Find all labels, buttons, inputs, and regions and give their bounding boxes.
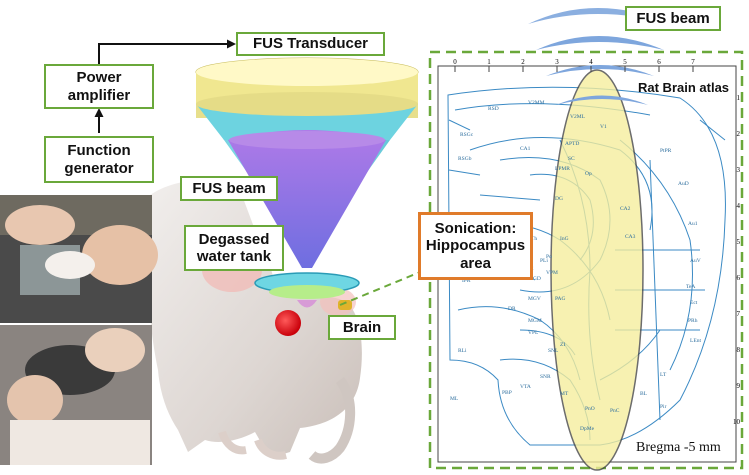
atlas-top-tick-label: 1 xyxy=(487,58,491,66)
atlas-region-label: Ect xyxy=(690,300,698,306)
atlas-side-tick-label: 8 xyxy=(737,346,741,354)
atlas-region-label: AuD xyxy=(678,181,689,187)
fus-beam-left-label: FUS beam xyxy=(180,176,278,201)
atlas-region-label: CA3 xyxy=(625,234,636,240)
atlas-side-tick-label: 3 xyxy=(737,166,741,174)
atlas-side-tick-label: 5 xyxy=(737,238,741,246)
atlas-region-label: RSGb xyxy=(458,156,472,162)
atlas-region-label: LPMR xyxy=(555,166,570,172)
atlas-region-label: Pir xyxy=(660,404,667,410)
fus-transducer-text: FUS Transducer xyxy=(252,35,369,53)
atlas-top-tick-label: 3 xyxy=(555,58,559,66)
atlas-region-label: V2ML xyxy=(570,114,586,120)
power-amplifier-box: Power amplifier xyxy=(44,64,154,109)
water-tank-text: Degassed water tank xyxy=(196,230,272,265)
atlas-region-label: APTD xyxy=(565,141,579,147)
fus-transducer-label: FUS Transducer xyxy=(236,32,385,56)
water-tank-graphic xyxy=(254,272,360,336)
atlas-top-tick-label: 7 xyxy=(691,58,695,66)
atlas-region-label: CA1 xyxy=(520,146,531,152)
atlas-side-tick-label: 6 xyxy=(737,274,741,282)
atlas-region-label: PRh xyxy=(688,318,698,324)
water-tank-label: Degassed water tank xyxy=(184,225,284,271)
atlas-region-label: PtPR xyxy=(660,148,672,154)
atlas-side-tick-label: 9 xyxy=(737,382,741,390)
atlas-region-label: Op xyxy=(585,171,592,177)
experiment-photos xyxy=(0,195,158,465)
atlas-region-label: RSGc xyxy=(460,132,474,138)
atlas-region-label: VPM xyxy=(546,270,558,276)
atlas-region-label: V2MM xyxy=(528,100,545,106)
atlas-region-label: VPL xyxy=(528,330,539,336)
atlas-region-label: Au1 xyxy=(688,221,698,227)
atlas-region-label: IPR xyxy=(462,278,471,284)
fus-transducer-graphic xyxy=(195,57,419,268)
atlas-region-label: InG xyxy=(560,236,569,242)
atlas-region-label: MGV xyxy=(528,296,541,302)
atlas-region-label: BL xyxy=(640,391,648,397)
atlas-region-label: MGM xyxy=(528,318,542,324)
atlas-top-tick-label: 6 xyxy=(657,58,661,66)
atlas-side-tick-label: 4 xyxy=(737,202,741,210)
atlas-region-label: RLi xyxy=(458,348,467,354)
atlas-region-label: PBP xyxy=(502,390,512,396)
atlas-top-tick-label: 4 xyxy=(589,58,593,66)
brain-text: Brain xyxy=(342,318,382,336)
atlas-side-tick-label: 7 xyxy=(737,310,741,318)
sonication-callout: Sonication: Hippocampus area xyxy=(418,212,533,280)
atlas-region-label: SNR xyxy=(540,374,551,380)
atlas-region-label: RSD xyxy=(488,106,499,112)
fus-beam-left-text: FUS beam xyxy=(192,179,266,197)
atlas-region-label: DR xyxy=(508,306,516,312)
zoom-connector xyxy=(339,267,431,306)
function-generator-text: Function generator xyxy=(64,142,134,177)
signal-arrows xyxy=(94,39,236,133)
brain-label: Brain xyxy=(328,315,396,340)
atlas-title: Rat Brain atlas xyxy=(638,80,730,95)
function-generator-box: Function generator xyxy=(44,136,154,183)
fus-beam-right-text: FUS beam xyxy=(636,9,710,27)
sonication-text: Sonication: Hippocampus area xyxy=(425,220,526,272)
atlas-region-label: DpMe xyxy=(580,426,595,432)
atlas-region-label: ZI xyxy=(560,342,565,348)
atlas-region-label: VTA xyxy=(520,384,531,390)
atlas-region-label: PAG xyxy=(555,296,566,302)
atlas-side-tick-label: 2 xyxy=(737,130,741,138)
atlas-region-label: MT xyxy=(560,391,569,397)
atlas-region-label: SC xyxy=(568,156,575,162)
atlas-side-tick-label: 10 xyxy=(733,418,741,426)
atlas-region-label: AuV xyxy=(690,258,701,264)
power-amplifier-text: Power amplifier xyxy=(67,69,131,104)
atlas-region-label: PLi xyxy=(540,258,548,264)
atlas-region-label: V1 xyxy=(600,124,607,130)
atlas-region-label: Po xyxy=(546,254,552,260)
atlas-top-tick-label: 0 xyxy=(453,58,457,66)
atlas-region-label: TeA xyxy=(686,284,695,290)
atlas-top-tick-label: 2 xyxy=(521,58,525,66)
atlas-side-ticks: 1 2 3 4 5 6 7 8 9 10 xyxy=(733,94,741,426)
sonication-ellipse xyxy=(550,69,644,471)
atlas-region-label: DG xyxy=(555,196,563,202)
atlas-region-label: MGD xyxy=(528,276,541,282)
atlas-region-label: CA2 xyxy=(620,206,631,212)
atlas-region-label: PnO xyxy=(585,406,595,412)
bregma-label: Bregma -5 mm xyxy=(636,440,721,455)
atlas-region-label: LEnt xyxy=(690,338,701,344)
atlas-region-label: SNL xyxy=(548,348,559,354)
atlas-top-tick-label: 5 xyxy=(623,58,627,66)
fus-beam-right-label: FUS beam xyxy=(625,6,721,31)
atlas-region-label: PnC xyxy=(610,408,620,414)
atlas-region-label: LT xyxy=(660,372,667,378)
atlas-side-tick-label: 1 xyxy=(737,94,741,102)
focus-spot xyxy=(275,310,301,336)
atlas-region-label: ML xyxy=(450,396,459,402)
atlas-top-ticks: 0 1 2 3 4 5 6 7 xyxy=(453,58,695,72)
fus-beam-arcs xyxy=(528,8,672,105)
